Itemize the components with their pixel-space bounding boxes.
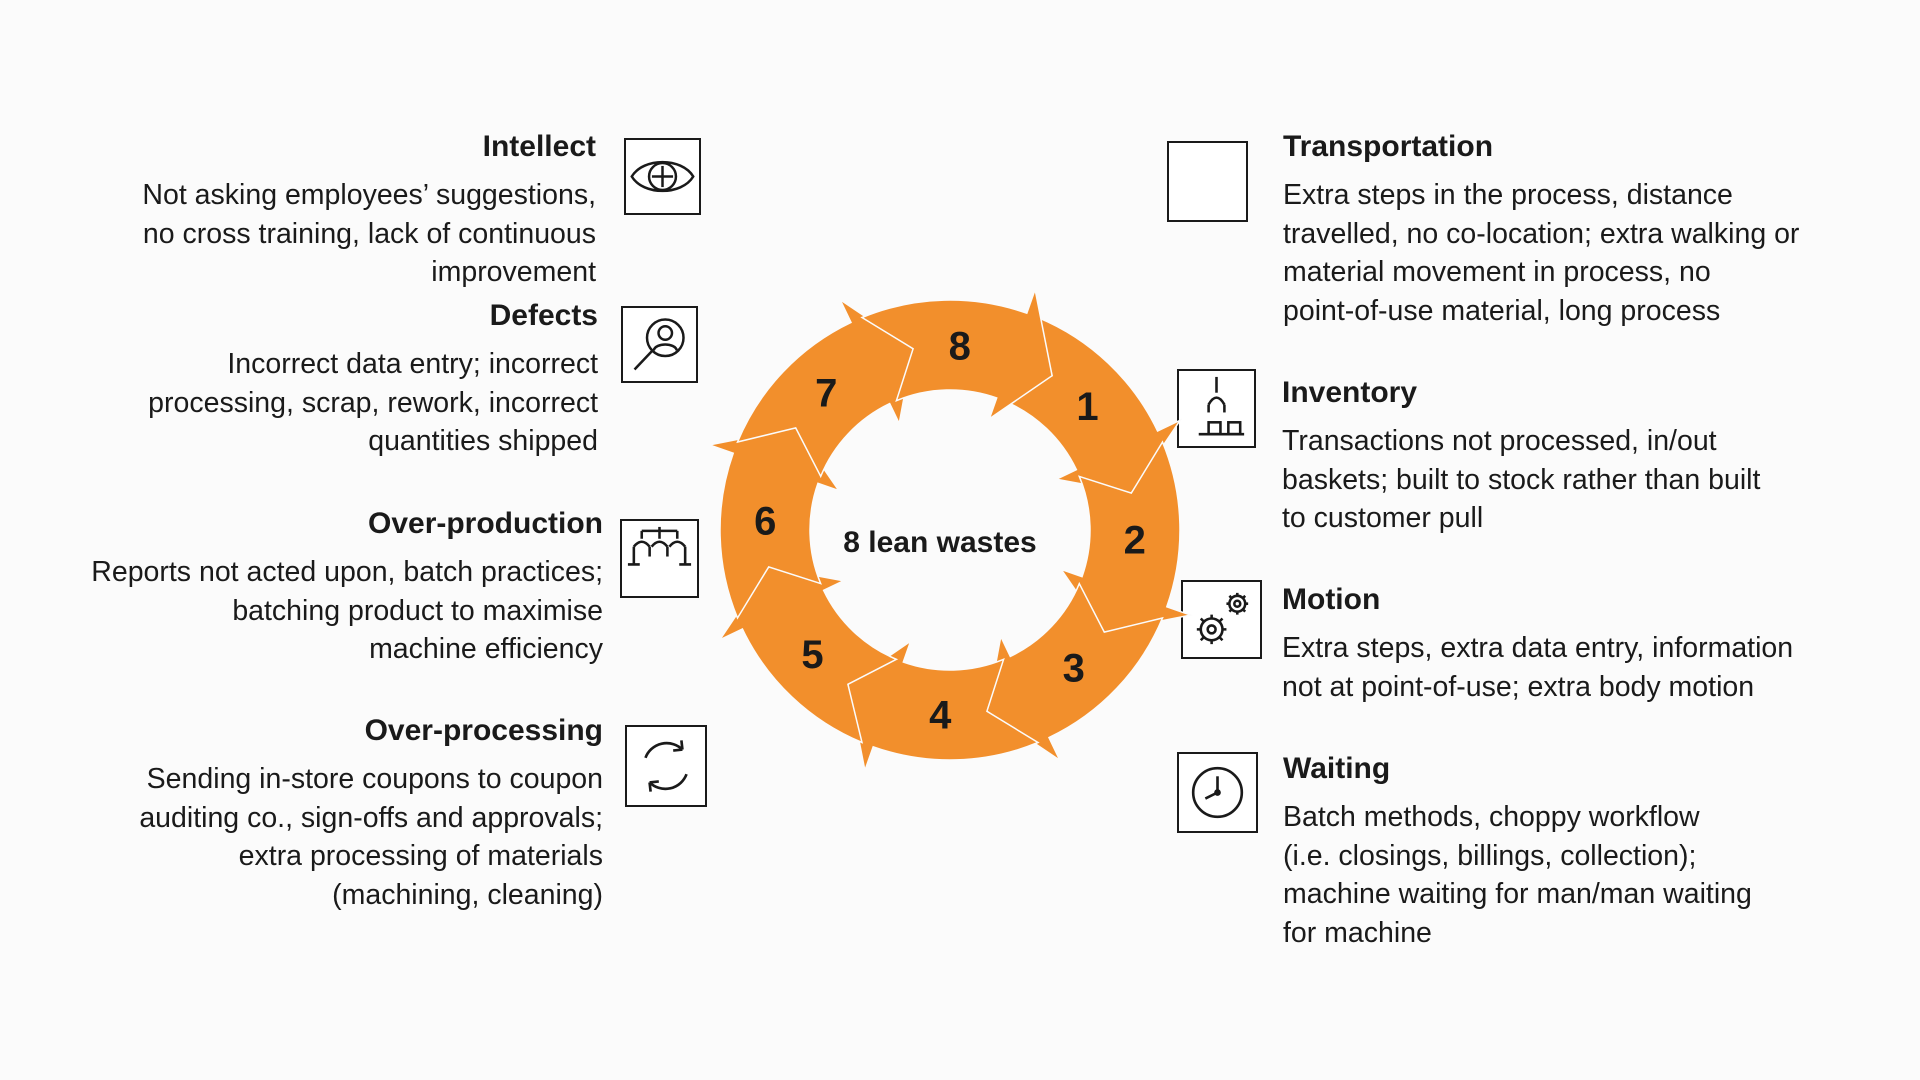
cycle-number: 2 [1124, 519, 1146, 563]
waste-title: Intellect [482, 130, 596, 163]
gears-icon [1181, 580, 1262, 659]
waste-title: Motion [1282, 583, 1381, 616]
crane-boxes-icon [1177, 369, 1256, 448]
waste-description: Incorrect data entry; incorrect processi… [148, 348, 598, 457]
waste-description: Batch methods, choppy workflow (i.e. clo… [1283, 801, 1752, 949]
waste-title: Defects [489, 299, 598, 332]
cycle-numbers: 1 2 3 4 5 6 7 8 [754, 324, 1146, 737]
magnifier-person-icon [621, 306, 698, 383]
waste-title: Transportation [1283, 130, 1494, 163]
cycle-wheel: 1 2 3 4 5 6 7 8 8 lean wastes [706, 286, 1194, 774]
waste-overprocessing: Over-processing Sending in-store coupons… [139, 712, 603, 914]
cycle-number: 5 [801, 633, 823, 677]
clock-icon [1177, 752, 1258, 833]
waste-defects: Defects Incorrect data entry; incorrect … [148, 297, 598, 461]
waste-description: Sending in-store coupons to coupon audit… [139, 763, 603, 911]
empty-box-icon [1167, 141, 1248, 222]
waste-description: Transactions not processed, in/out baske… [1282, 425, 1761, 534]
cycle-number: 6 [754, 499, 776, 543]
waste-description: Extra steps in the process, distance tra… [1283, 179, 1800, 327]
cycle-arrows-icon [625, 725, 707, 807]
waste-title: Inventory [1282, 376, 1418, 409]
waste-title: Waiting [1283, 752, 1391, 785]
waste-intellect: Intellect Not asking employees’ suggesti… [142, 128, 596, 292]
waste-description: Not asking employees’ suggestions, no cr… [142, 179, 596, 288]
cycle-number: 7 [815, 372, 837, 416]
waste-motion: Motion Extra steps, extra data entry, in… [1282, 581, 1793, 706]
cycle-number: 4 [929, 694, 952, 738]
waste-title: Over-production [367, 507, 603, 540]
cycle-number: 8 [949, 324, 971, 368]
center-label: 8 lean wastes [843, 526, 1036, 559]
branching-flow-icon [620, 519, 699, 598]
cycle-arrow-segment [860, 286, 1053, 421]
cycle-number: 3 [1063, 647, 1085, 691]
waste-transportation: Transportation Extra steps in the proces… [1283, 128, 1799, 330]
waste-waiting: Waiting Batch methods, choppy workflow (… [1283, 750, 1752, 952]
eye-icon [624, 138, 701, 215]
waste-description: Extra steps, extra data entry, informati… [1282, 632, 1794, 703]
waste-inventory: Inventory Transactions not processed, in… [1282, 374, 1760, 538]
waste-title: Over-processing [364, 714, 603, 747]
waste-description: Reports not acted upon, batch practices;… [91, 556, 603, 665]
cycle-number: 1 [1076, 385, 1098, 429]
waste-overproduction: Over-production Reports not acted upon, … [91, 505, 603, 669]
cycle-arrows [706, 286, 1194, 774]
